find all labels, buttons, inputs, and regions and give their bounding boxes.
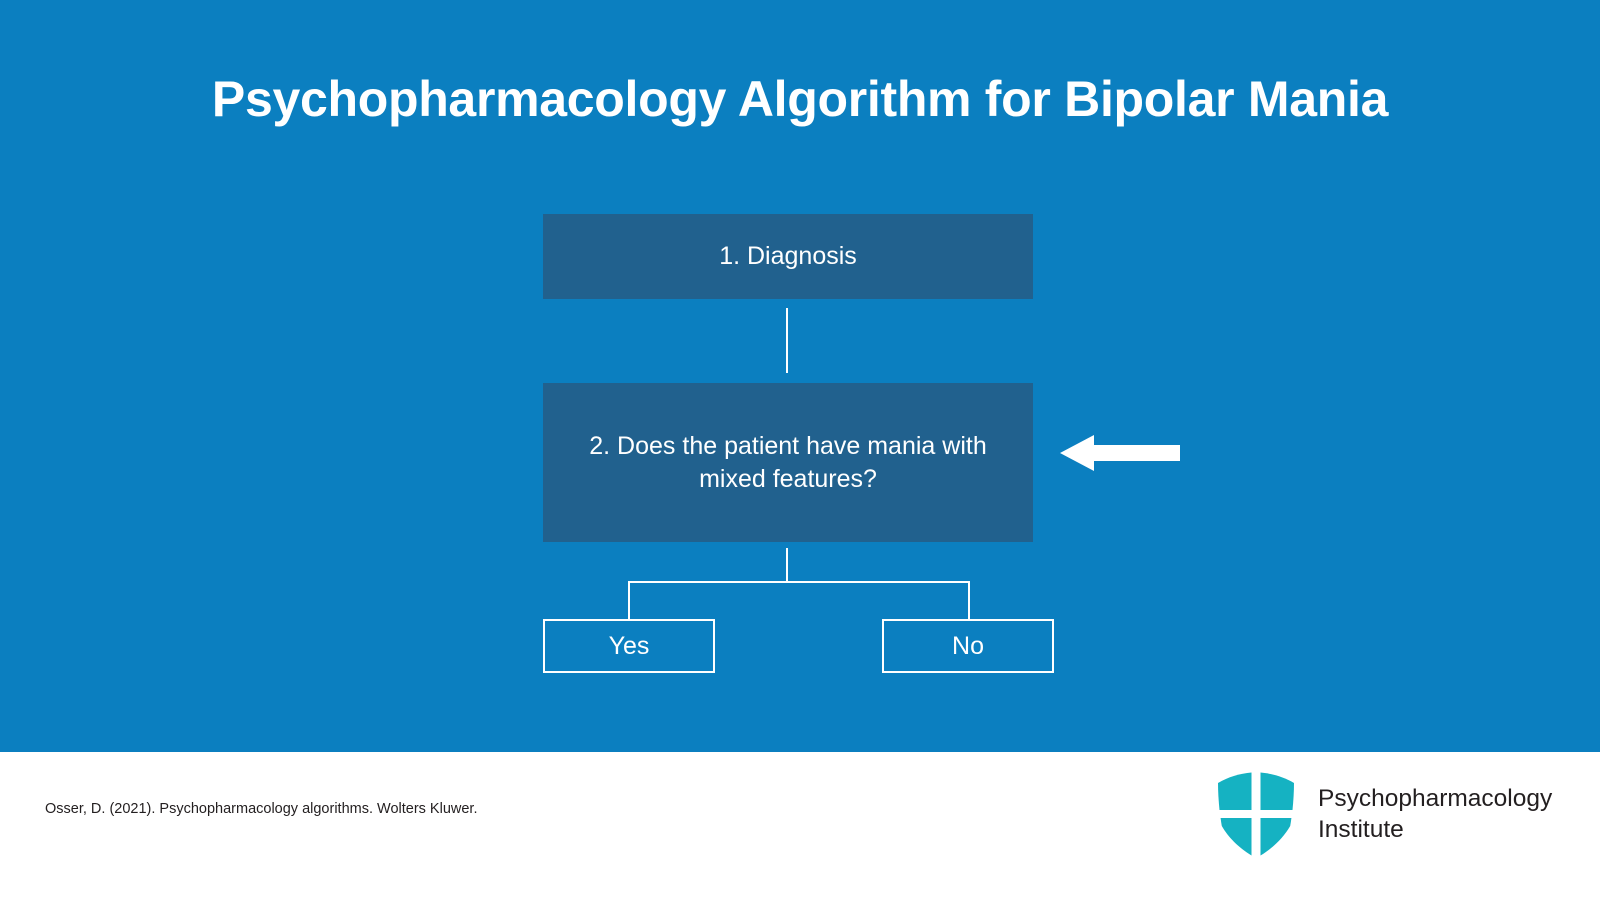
flow-node-yes[interactable]: Yes [543,619,715,673]
brand-name-line1: Psychopharmacology [1318,784,1553,812]
citation-text: Osser, D. (2021). Psychopharmacology alg… [45,801,478,817]
page-title: Psychopharmacology Algorithm for Bipolar… [211,71,1389,127]
brand-name: Psychopharmacology Institute [1318,783,1552,845]
connector-question-stem [786,548,788,582]
flow-node-no[interactable]: No [882,619,1054,673]
shield-logo-icon [1218,772,1294,856]
flow-node-question[interactable]: 2. Does the patient have mania with mixe… [543,383,1033,542]
slide-background-panel [0,0,1600,752]
flowchart: 1. Diagnosis 2. Does the patient have ma… [543,214,1180,673]
connector-branch-yes [628,581,630,619]
connector-diagnosis-to-question [786,308,788,373]
brand-name-line2: Institute [1318,816,1404,843]
left-arrow-icon [1060,435,1180,471]
connector-branch-bar [628,581,970,583]
brand-logo: Psychopharmacology Institute [1216,770,1552,858]
connector-branch-no [968,581,970,619]
footer: Osser, D. (2021). Psychopharmacology alg… [0,752,1600,899]
flow-node-diagnosis[interactable]: 1. Diagnosis [543,214,1033,299]
